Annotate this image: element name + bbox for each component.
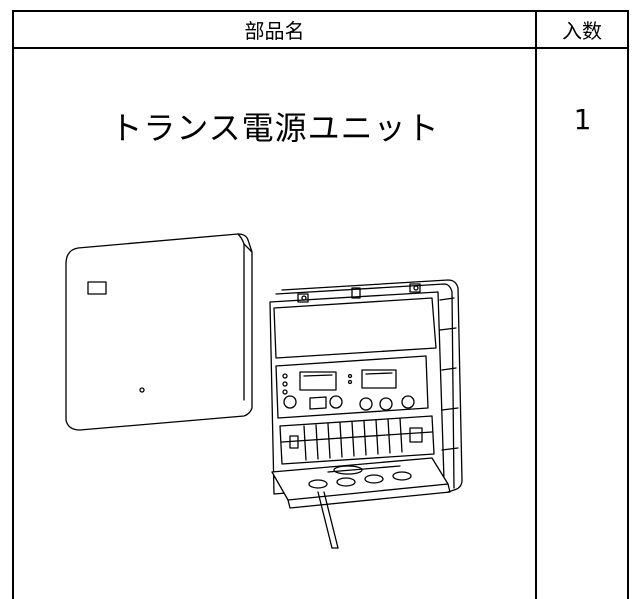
quantity-cell: 1	[573, 103, 592, 136]
table-border-left	[12, 10, 14, 599]
terminal-block	[279, 415, 435, 465]
table-border-right	[627, 10, 629, 599]
transformer-power-unit-illustration	[65, 233, 463, 549]
column-divider	[535, 10, 537, 599]
table-border-top	[12, 10, 629, 12]
control-panel	[275, 355, 429, 419]
cover-panel	[65, 233, 253, 431]
cable	[317, 491, 339, 549]
part-name-cell: トランス電源ユニット	[110, 109, 440, 147]
header-part-name: 部品名	[244, 18, 305, 43]
bottom-tray	[271, 457, 451, 509]
header-divider	[12, 47, 629, 49]
header-quantity: 入数	[562, 18, 602, 43]
